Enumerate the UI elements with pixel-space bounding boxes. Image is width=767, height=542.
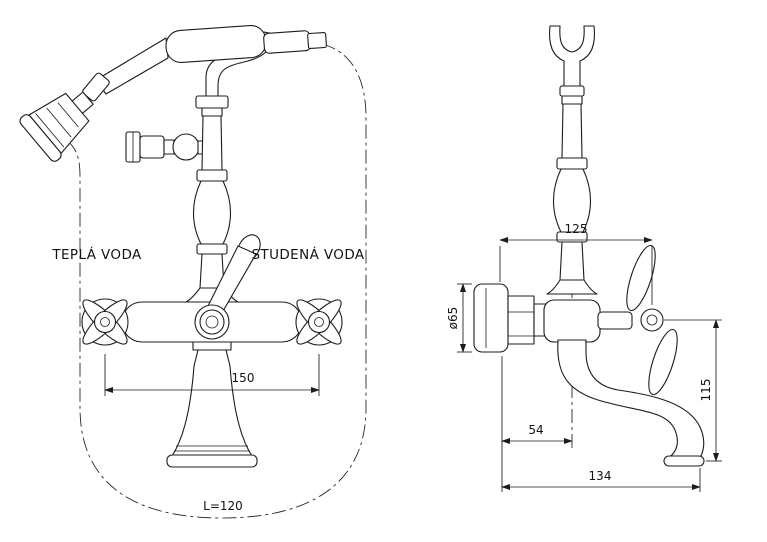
hose-length-label: L=120 [203, 499, 243, 513]
dimension-150: 150 [104, 354, 320, 396]
cold-water-label: STUDENÁ VODA [251, 246, 364, 263]
side-handle [597, 244, 678, 396]
shower-hose-path [65, 43, 367, 519]
shower-head [19, 91, 94, 162]
mount-nut [507, 295, 535, 345]
dim-115-text: 115 [699, 379, 713, 402]
handset-end-cap [307, 31, 327, 50]
tub-spout [166, 341, 258, 468]
hose-label-mask [192, 497, 254, 514]
dimension-115: 115 [664, 319, 722, 462]
cold-water-handle [295, 298, 343, 346]
dim-d65-text: ø65 [446, 307, 460, 330]
side-body [543, 299, 601, 343]
hot-water-label: TEPLÁ VODA [51, 246, 142, 263]
handset-right-grip [263, 30, 311, 54]
dimension-134: 134 [501, 468, 701, 492]
side-spout [557, 339, 705, 467]
dim-150-text: 150 [232, 371, 255, 385]
front-view: TEPLÁ VODA STUDENÁ VODA 150 L=120 [19, 25, 367, 519]
dim-134-text: 134 [589, 469, 612, 483]
side-view: 125 ø65 115 54 134 [446, 25, 722, 492]
dimension-d65: ø65 [446, 283, 472, 353]
wall-flange [473, 283, 509, 353]
side-riser-column [546, 95, 598, 295]
dimension-54: 54 [501, 356, 573, 492]
handset-body [165, 25, 267, 63]
cradle-fork [548, 25, 596, 97]
hand-shower [19, 25, 327, 162]
hose-connector [125, 131, 209, 163]
dimension-125: 125 [499, 222, 653, 305]
wall-mount [473, 283, 601, 353]
dim-125-text: 125 [565, 222, 588, 236]
ball-joint [172, 133, 200, 161]
hot-water-handle [81, 298, 129, 346]
diverter-lever [194, 234, 261, 340]
riser-column [185, 95, 239, 303]
dim-54-text: 54 [528, 423, 543, 437]
